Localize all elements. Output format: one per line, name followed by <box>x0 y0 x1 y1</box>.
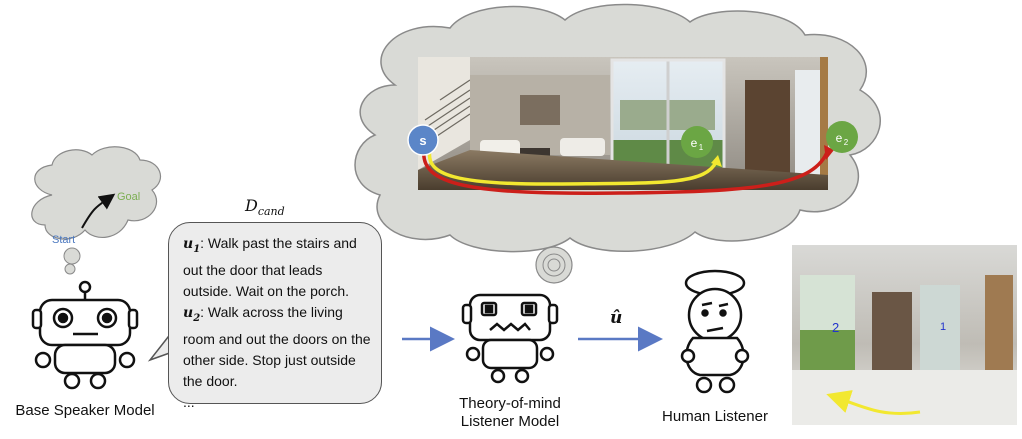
yellow-path-arrowhead <box>711 155 722 167</box>
speaker-robot <box>31 280 139 390</box>
candidate-2-text: : Walk across the living room and out th… <box>183 303 371 389</box>
speaker-thought-cloud: Goal Start <box>31 146 162 275</box>
candidates-title-sub: cand <box>257 205 285 219</box>
end-node-1: e 1 <box>681 126 713 158</box>
end-node-2: e 2 <box>826 121 858 153</box>
tom-listener-robot <box>461 293 559 384</box>
tom-listener-label: Theory-of-mind Listener Model <box>440 395 580 431</box>
end-node-2-sub: 2 <box>844 138 849 147</box>
human-listener <box>680 269 750 394</box>
candidate-1-symbol: u1 <box>183 236 201 255</box>
listener-view-photo: 2 1 <box>792 245 1017 425</box>
candidate-2-symbol: u2 <box>183 304 201 324</box>
overlay-digit-2: 2 <box>832 320 839 335</box>
speaker-label: Base Speaker Model <box>15 402 155 419</box>
candidate-2: u2: Walk across the living room and out … <box>183 302 371 392</box>
end-node-1-sub: 1 <box>699 143 704 152</box>
thought-trail <box>535 246 573 284</box>
panorama-photo <box>418 57 828 190</box>
candidates-title: Dcand <box>245 196 285 218</box>
red-path <box>422 148 830 195</box>
tom-listener-label-line1: Theory-of-mind <box>459 395 561 412</box>
tom-listener-label-line2: Listener Model <box>460 413 560 430</box>
human-listener-label: Human Listener <box>662 408 768 425</box>
candidates-bubble: u1: Walk past the stairs and out the doo… <box>168 222 382 410</box>
selected-utterance-label: û <box>610 308 623 328</box>
overlay-digit-1: 1 <box>940 321 946 333</box>
listener-view-yellow-path <box>826 390 921 416</box>
candidates-ellipsis: ... <box>183 393 195 410</box>
end-node-2-label: e <box>836 131 843 145</box>
end-node-1-label: e <box>691 136 698 150</box>
start-node: s <box>407 124 439 156</box>
candidate-1-text: : Walk past the stairs and out the door … <box>183 235 357 299</box>
yellow-path <box>427 148 718 186</box>
goal-label: Goal <box>117 191 140 203</box>
candidates-title-base: D <box>245 196 258 215</box>
start-label: Start <box>52 234 75 246</box>
start-node-label: s <box>419 133 426 148</box>
candidate-1: u1: Walk past the stairs and out the doo… <box>183 233 371 302</box>
